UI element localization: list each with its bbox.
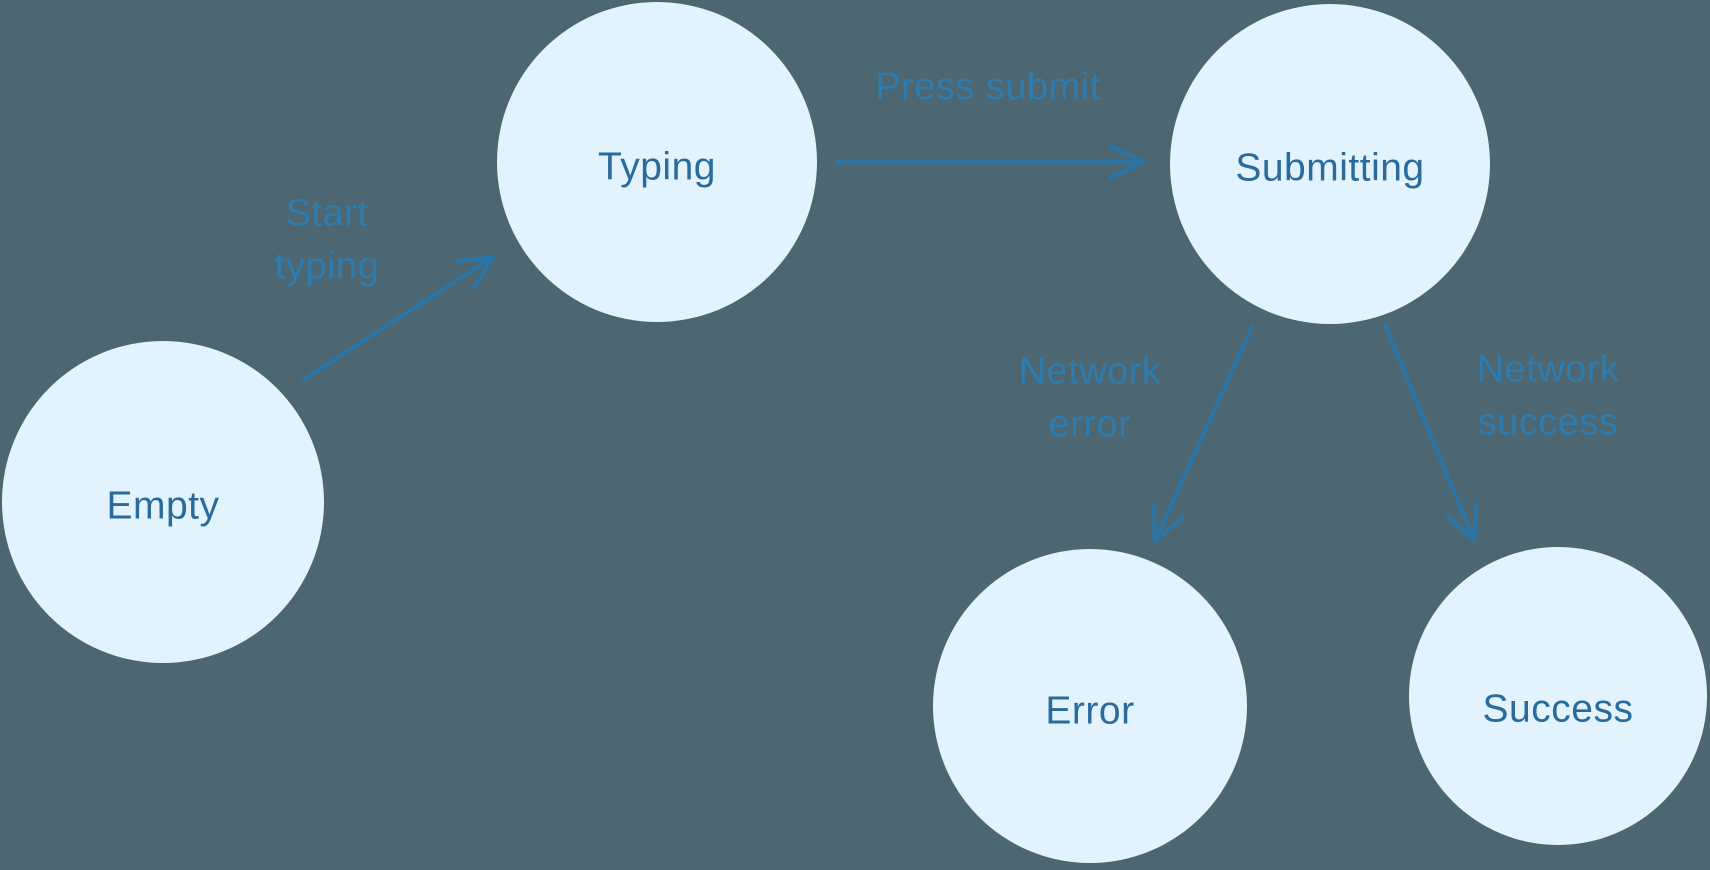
edge-label-submitting-to-success-line2: success <box>1478 402 1619 444</box>
state-node-label-submitting: Submitting <box>1235 147 1424 190</box>
edge-arrow-shaft-submitting-to-error <box>1153 324 1255 541</box>
state-node-error <box>933 549 1247 863</box>
state-node-empty <box>2 341 324 663</box>
state-node-label-success: Success <box>1483 688 1634 731</box>
edge-label-submitting-to-error-line1: Network <box>1019 351 1162 393</box>
edge-arrowhead-icon-empty-to-typing <box>455 254 496 291</box>
edge-label-typing-to-submitting-line1: Press submit <box>875 66 1101 108</box>
edge-label-empty-to-typing-line1: Start <box>286 193 369 235</box>
edge-arrowhead-icon-submitting-to-error <box>1151 502 1185 544</box>
edge-arrowhead-icon-submitting-to-success <box>1444 501 1479 543</box>
state-node-typing <box>497 2 817 322</box>
state-node-submitting <box>1170 4 1490 324</box>
state-node-success <box>1409 547 1707 845</box>
edge-arrowhead-icon-typing-to-submitting <box>1108 143 1146 181</box>
edge-label-empty-to-typing-line2: typing <box>275 246 379 288</box>
state-node-label-typing: Typing <box>598 146 716 189</box>
edge-arrow-shaft-submitting-to-success <box>1382 322 1476 540</box>
edge-label-submitting-to-error-line2: error <box>1049 404 1132 446</box>
edge-arrow-shaft-empty-to-typing <box>300 256 493 383</box>
state-node-label-empty: Empty <box>106 485 219 528</box>
edge-label-submitting-to-success-line1: Network <box>1477 349 1620 391</box>
state-node-label-error: Error <box>1045 690 1134 733</box>
